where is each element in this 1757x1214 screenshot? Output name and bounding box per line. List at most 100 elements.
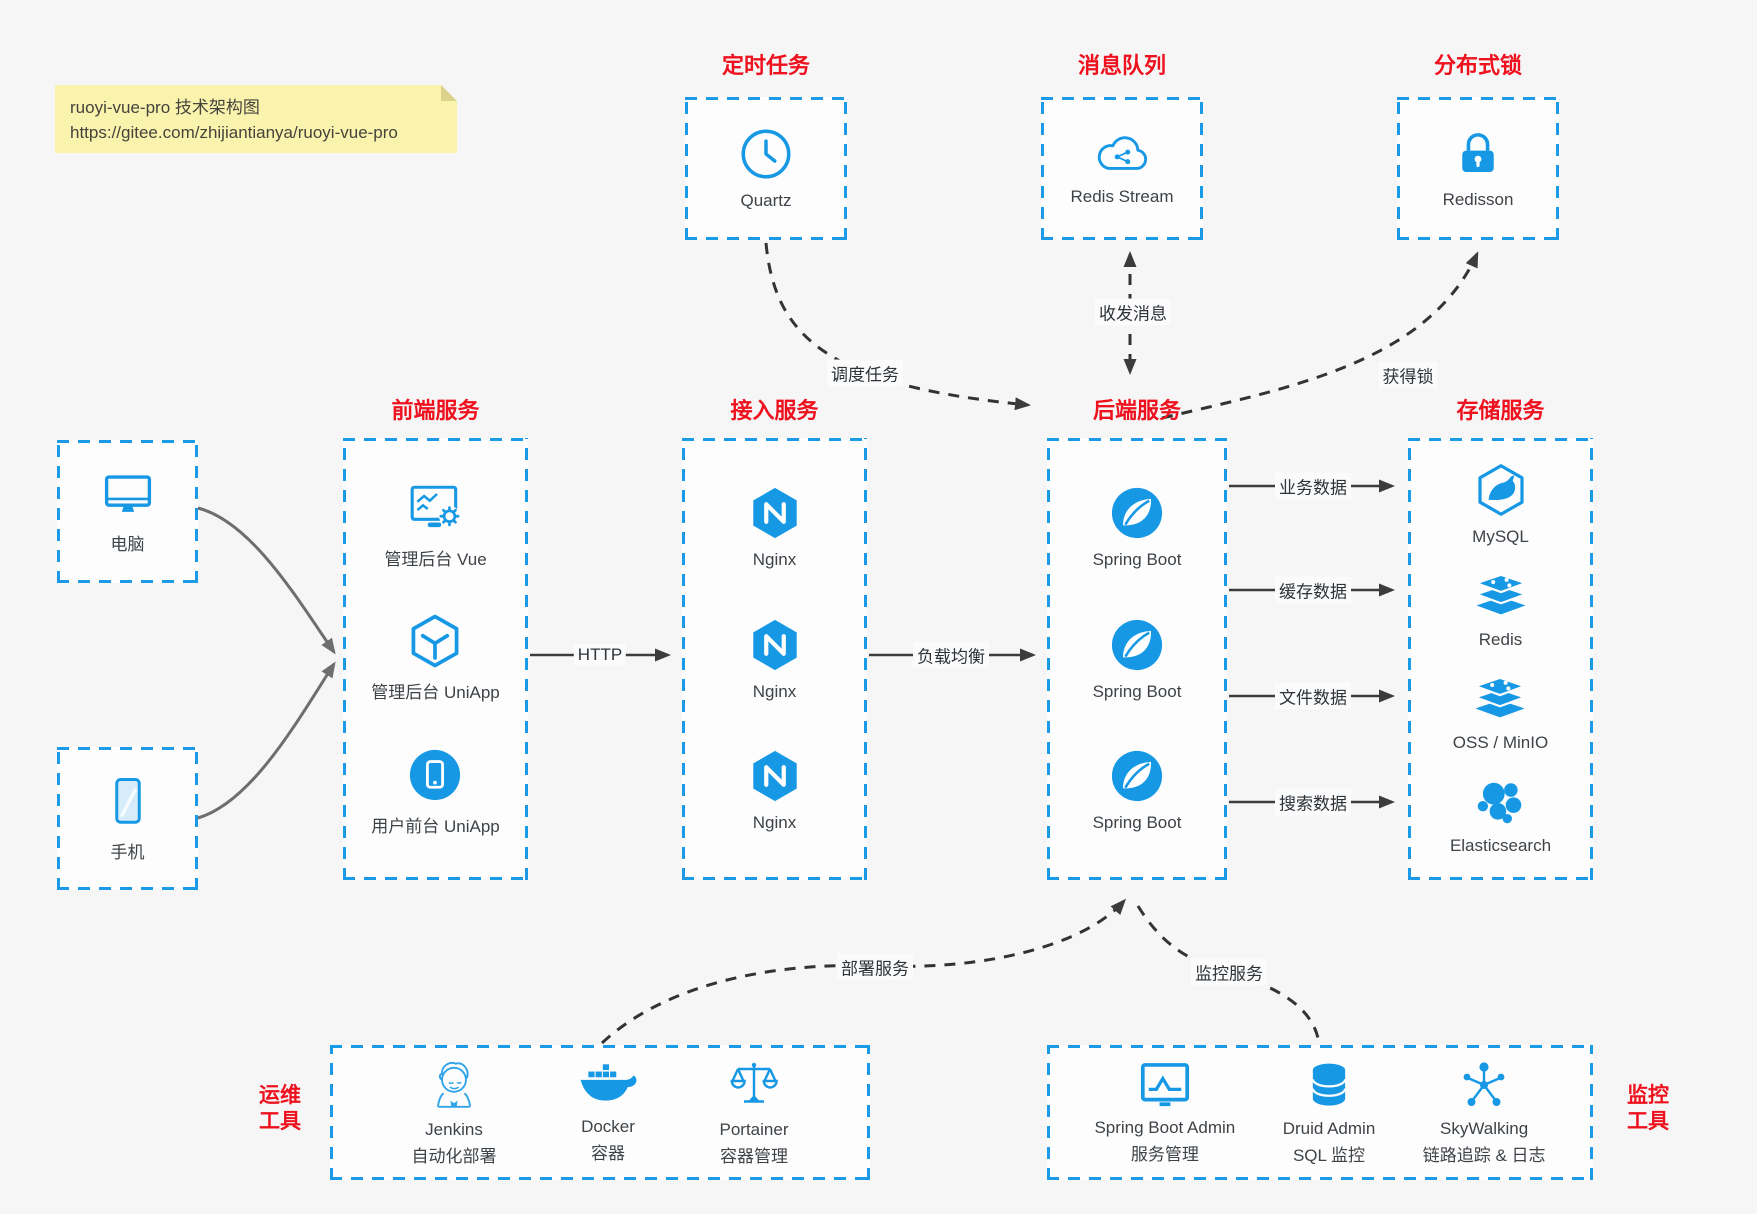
spring-icon	[1109, 617, 1165, 673]
edge-label-business-data: 业务数据	[1275, 472, 1351, 500]
network-nodes-icon	[1459, 1060, 1509, 1110]
node-docker: Docker 容器	[578, 1062, 638, 1164]
node-elasticsearch: Elasticsearch	[1450, 777, 1551, 856]
phone-icon	[103, 775, 153, 829]
nginx-icon	[747, 485, 803, 541]
pc-client-box: 电脑	[57, 440, 198, 583]
edge-label-acquire-lock: 获得锁	[1378, 361, 1438, 389]
edge-pc-to-frontend	[197, 506, 336, 655]
redis-stream-label: Redis Stream	[1070, 187, 1174, 206]
portainer-label: Portainer	[719, 1119, 789, 1139]
database-icon	[1304, 1060, 1354, 1110]
node-nginx-1: Nginx	[747, 485, 803, 570]
lock-icon	[1451, 127, 1505, 181]
admin-uniapp-label: 管理后台 UniApp	[371, 683, 500, 702]
ops-tools-box: Jenkins 自动化部署 Docker 容器 Portainer 容器管理	[330, 1045, 870, 1180]
message-queue-box: Redis Stream	[1041, 97, 1203, 240]
skywalking-label: SkyWalking	[1440, 1118, 1529, 1138]
group-title-backend: 后端服务	[1092, 398, 1181, 423]
druid-admin-sublabel: SQL 监控	[1292, 1145, 1366, 1165]
edge-phone-to-frontend	[197, 661, 336, 820]
phone-client-box: 手机	[57, 747, 198, 890]
node-nginx-3: Nginx	[747, 748, 803, 833]
mysql-label: MySQL	[1472, 527, 1529, 546]
docker-icon	[578, 1062, 638, 1108]
group-title-message-queue: 消息队列	[1077, 53, 1166, 78]
node-oss-minio: OSS / MinIO	[1453, 674, 1548, 753]
pc-label: 电脑	[110, 534, 145, 554]
node-portainer: Portainer 容器管理	[719, 1059, 789, 1167]
group-title-storage: 存储服务	[1456, 398, 1545, 423]
mysql-icon	[1473, 462, 1529, 518]
node-druid-admin: Druid Admin SQL 监控	[1282, 1060, 1376, 1166]
springboot-admin-label: Spring Boot Admin	[1094, 1117, 1236, 1137]
skywalking-sublabel: 链路追踪 & 日志	[1422, 1145, 1546, 1165]
scheduled-jobs-box: Quartz	[685, 97, 847, 240]
redis-label: Redis	[1478, 630, 1523, 649]
monitoring-title-line1: 监控	[1627, 1084, 1669, 1107]
redis-stack-icon	[1472, 571, 1530, 621]
gateway-box: Nginx Nginx Nginx	[682, 438, 867, 880]
cloud-stream-icon	[1091, 130, 1153, 178]
node-mysql: MySQL	[1472, 462, 1529, 547]
monitor-pulse-icon	[1139, 1061, 1191, 1109]
user-uniapp-label: 用户前台 UniApp	[371, 816, 500, 836]
node-redis: Redis	[1472, 571, 1530, 650]
admin-screen-gear-icon	[407, 482, 465, 536]
docker-sublabel: 容器	[591, 1143, 625, 1163]
springboot-admin-sublabel: 服务管理	[1130, 1144, 1199, 1164]
frontend-box: 管理后台 Vue 管理后台 UniApp 用户前台 UniApp	[343, 438, 528, 880]
node-admin-vue: 管理后台 Vue	[384, 482, 487, 570]
admin-vue-label: 管理后台 Vue	[384, 549, 487, 569]
edge-label-file-data: 文件数据	[1275, 682, 1351, 710]
portainer-sublabel: 容器管理	[719, 1146, 788, 1166]
springboot-label: Spring Boot	[1092, 549, 1182, 569]
ops-title-line1: 运维	[259, 1084, 301, 1107]
edge-label-load-balance: 负载均衡	[913, 641, 989, 669]
druid-admin-label: Druid Admin	[1282, 1118, 1376, 1138]
nginx-icon	[747, 748, 803, 804]
nginx-label: Nginx	[752, 813, 797, 833]
jenkins-label: Jenkins	[425, 1119, 483, 1139]
desktop-icon	[101, 469, 155, 521]
docker-label: Docker	[581, 1116, 635, 1136]
sticky-note: ruoyi-vue-pro 技术架构图 https://gitee.com/zh…	[55, 85, 457, 153]
edge-label-cache-data: 缓存数据	[1275, 576, 1351, 604]
storage-box: MySQL Redis OSS / MinIO Elasticsearch	[1408, 438, 1593, 880]
ops-title-line2: 工具	[259, 1110, 301, 1133]
edge-label-schedule: 调度任务	[827, 359, 903, 387]
springboot-label: Spring Boot	[1092, 813, 1182, 833]
monitoring-tools-box: Spring Boot Admin 服务管理 Druid Admin SQL 监…	[1047, 1045, 1593, 1180]
edge-label-messaging: 收发消息	[1095, 298, 1171, 326]
oss-minio-label: OSS / MinIO	[1452, 733, 1549, 752]
group-title-frontend: 前端服务	[391, 398, 480, 423]
node-springboot-admin: Spring Boot Admin 服务管理	[1094, 1061, 1235, 1165]
nginx-icon	[747, 617, 803, 673]
jenkins-sublabel: 自动化部署	[411, 1146, 497, 1166]
mobile-app-circle-icon	[407, 747, 463, 803]
redisson-label: Redisson	[1442, 190, 1514, 209]
scales-icon	[728, 1059, 780, 1111]
edge-label-deploy: 部署服务	[837, 953, 913, 981]
node-admin-uniapp: 管理后台 UniApp	[371, 613, 500, 703]
node-nginx-2: Nginx	[747, 617, 803, 702]
group-title-ops-tools: 运维 工具	[240, 1083, 320, 1135]
node-springboot-3: Spring Boot	[1092, 748, 1182, 833]
edge-label-monitor: 监控服务	[1191, 958, 1267, 986]
spring-icon	[1109, 485, 1165, 541]
edge-label-http: HTTP	[573, 644, 627, 666]
group-title-gateway: 接入服务	[730, 398, 819, 423]
note-title: ruoyi-vue-pro 技术架构图	[70, 98, 260, 117]
edge-label-search-data: 搜索数据	[1275, 788, 1351, 816]
uniapp-cube-icon	[407, 613, 463, 669]
phone-label: 手机	[110, 842, 145, 862]
nginx-label: Nginx	[752, 549, 797, 569]
node-springboot-2: Spring Boot	[1093, 617, 1181, 702]
node-jenkins: Jenkins 自动化部署	[412, 1059, 497, 1167]
group-title-monitoring-tools: 监控 工具	[1608, 1083, 1688, 1135]
distributed-lock-box: Redisson	[1397, 97, 1559, 240]
group-title-scheduled-jobs: 定时任务	[721, 53, 810, 78]
quartz-label: Quartz	[740, 191, 792, 210]
redis-stack-icon	[1471, 674, 1529, 724]
